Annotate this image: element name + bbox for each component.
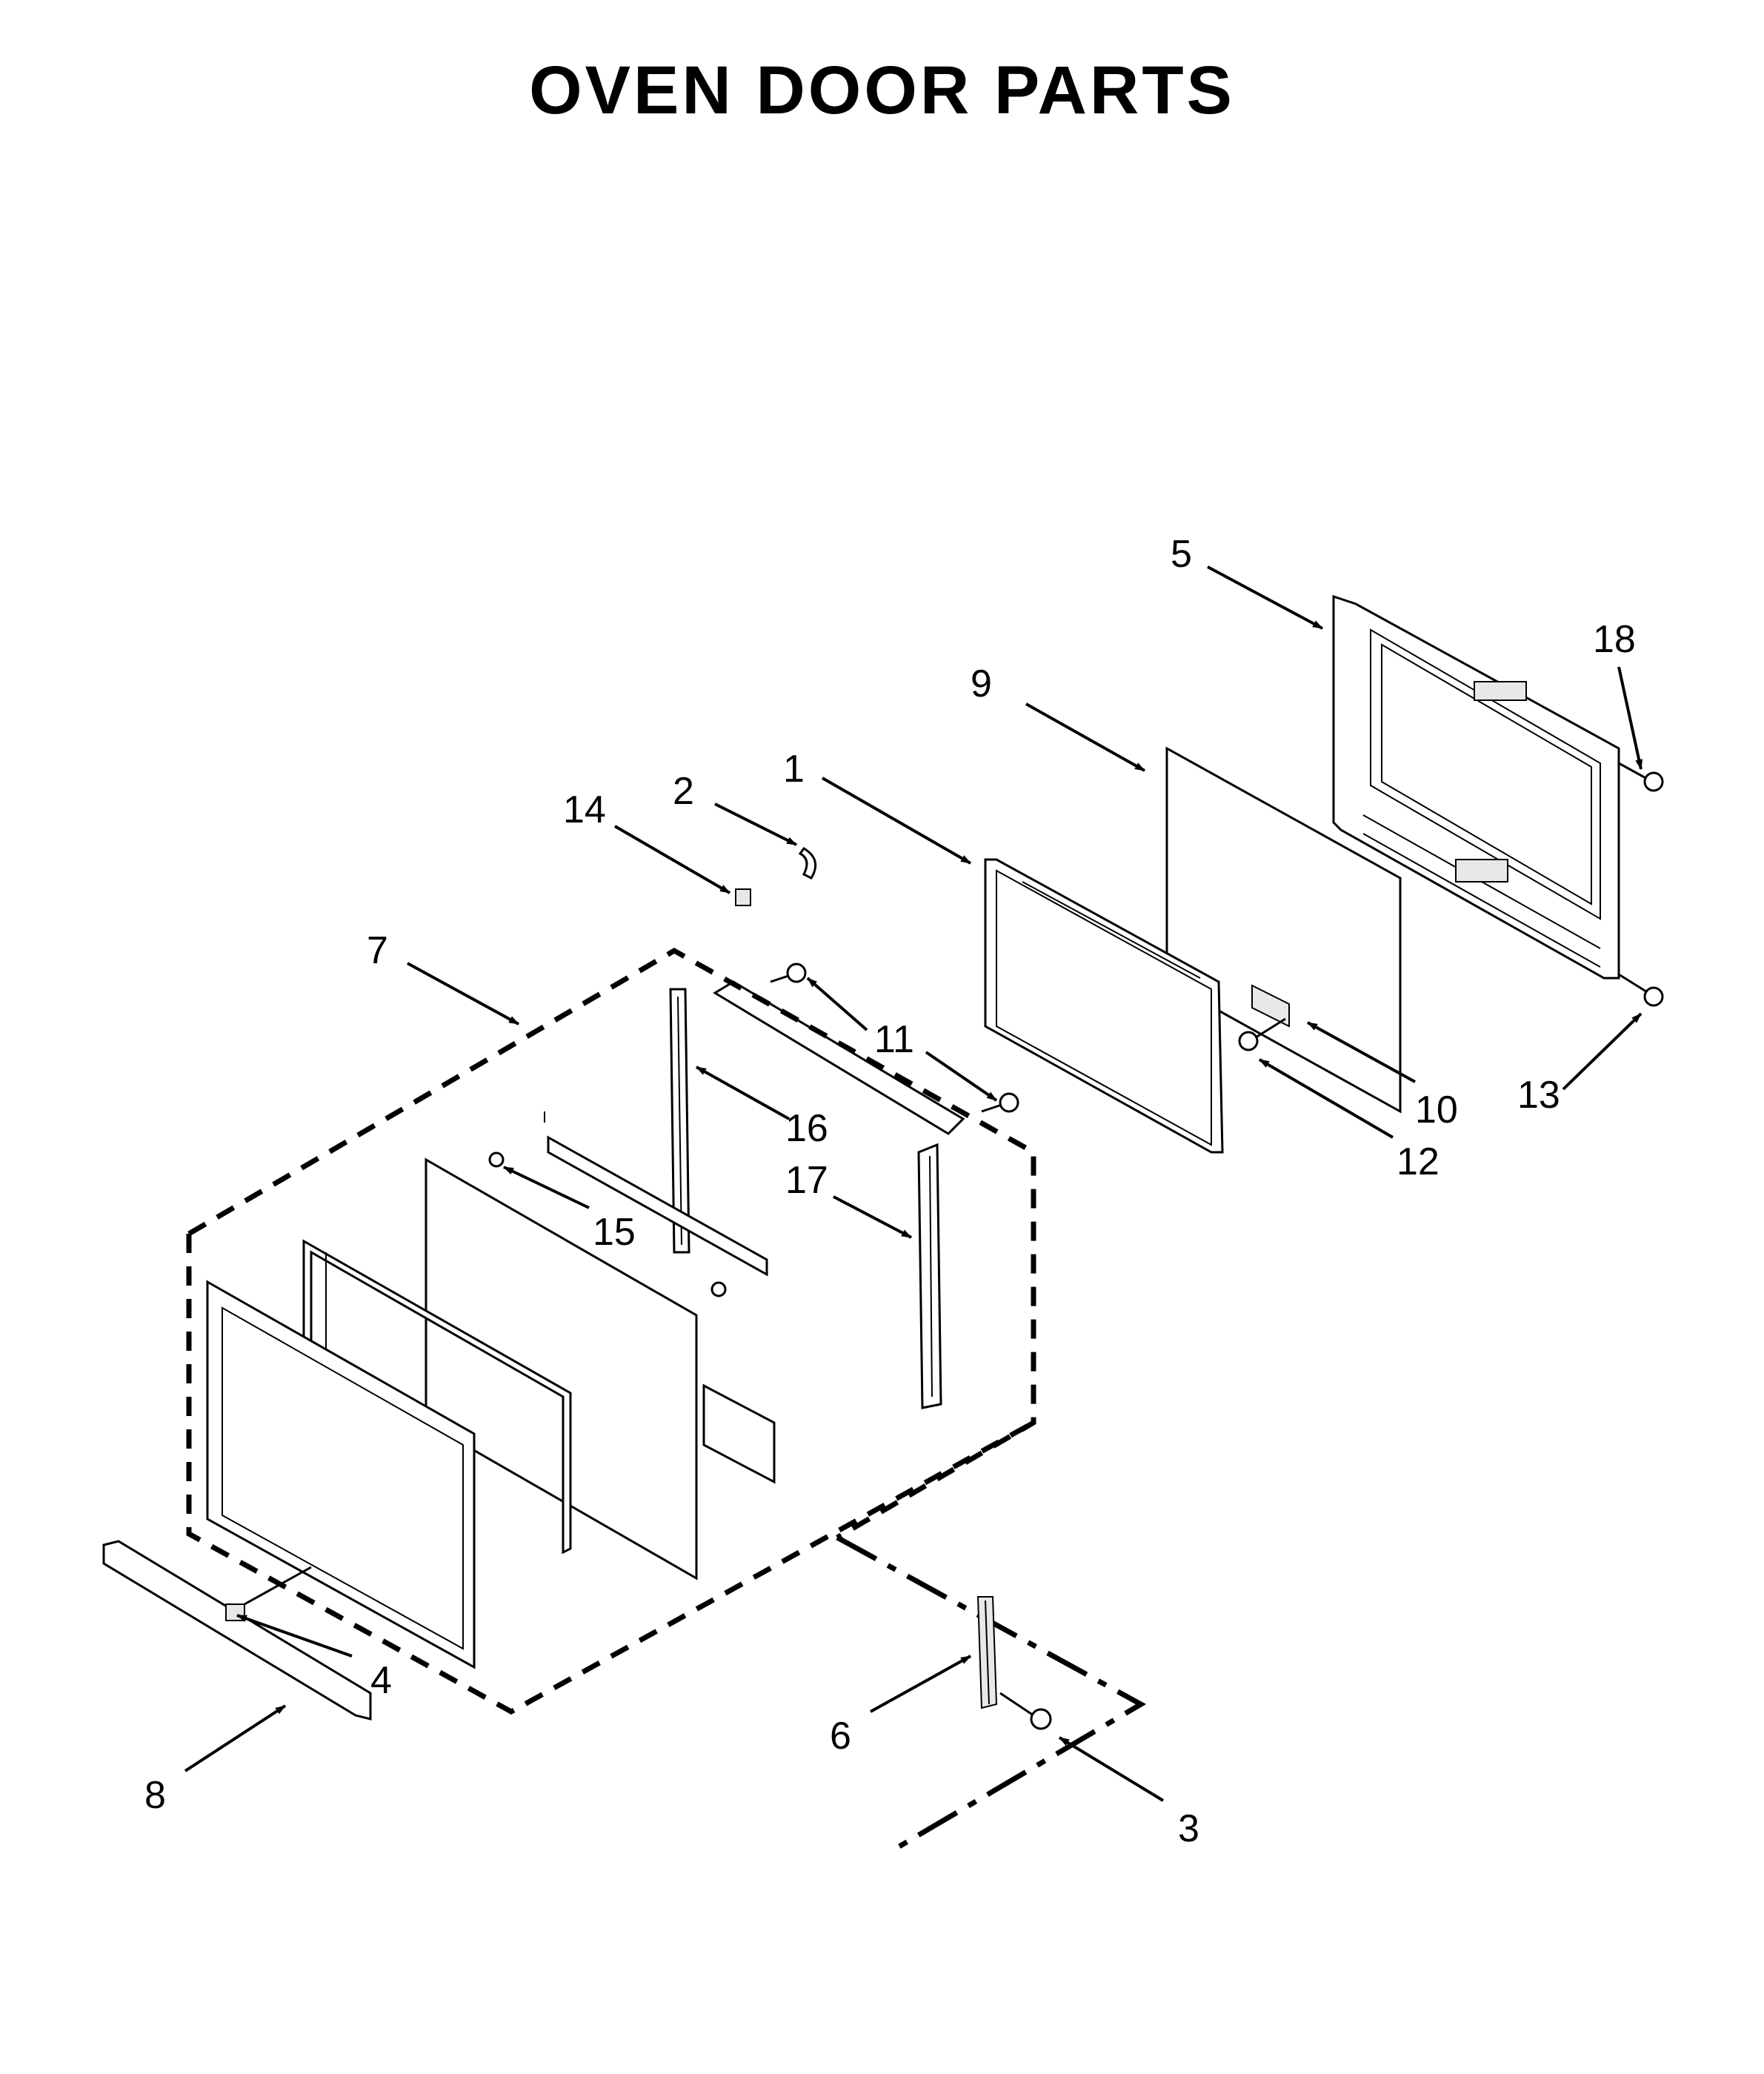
callout-11: 11	[874, 1018, 914, 1061]
part-7-door-assembly-outline	[186, 947, 1147, 1855]
part-17-hinge-channel	[917, 1143, 942, 1409]
diagram-title: OVEN DOOR PARTS	[529, 53, 1235, 128]
callout-2: 2	[673, 770, 694, 813]
callout-18: 18	[1593, 618, 1636, 661]
part-14-clip	[735, 888, 751, 906]
callout-4: 4	[370, 1659, 392, 1702]
callout-7: 7	[367, 929, 388, 972]
part-6-hinge	[976, 1596, 998, 1709]
callout-12: 12	[1397, 1140, 1440, 1183]
part-16-hinge-channel	[669, 988, 690, 1254]
callout-9: 9	[971, 662, 992, 705]
part-2-clip	[798, 847, 817, 880]
callout-6: 6	[830, 1715, 851, 1758]
part-9-glass-panel	[1165, 746, 1402, 1114]
part-13-screw	[1618, 973, 1664, 1007]
top-rail	[713, 980, 965, 1135]
part-1-inner-frame	[984, 858, 1224, 1154]
callout-10: 10	[1415, 1088, 1458, 1131]
callout-13: 13	[1517, 1074, 1560, 1117]
part-8-handle	[102, 1540, 372, 1721]
callout-8: 8	[144, 1774, 166, 1817]
part-11-screw-lower	[981, 1092, 1019, 1113]
part-15-spacer	[488, 1111, 768, 1297]
part-5-door-frame	[1332, 594, 1620, 980]
part-3-screw	[999, 1692, 1052, 1730]
callout-15: 15	[593, 1211, 636, 1254]
callout-14: 14	[563, 788, 606, 831]
callout-17: 17	[785, 1159, 828, 1202]
outer-door-frame	[206, 1280, 476, 1669]
part-11-screw-upper	[770, 963, 807, 983]
part-10-bracket	[1251, 984, 1290, 1028]
part-12-screw	[1238, 1017, 1286, 1051]
callout-1: 1	[783, 748, 805, 791]
part-18-screw	[1618, 762, 1664, 792]
callout-16: 16	[785, 1107, 828, 1150]
callout-5: 5	[1171, 533, 1192, 576]
callout-3: 3	[1178, 1807, 1199, 1850]
door-glass-strip	[702, 1383, 776, 1484]
door-glass-panel	[425, 1157, 698, 1581]
leader-arrows	[184, 565, 1643, 1802]
